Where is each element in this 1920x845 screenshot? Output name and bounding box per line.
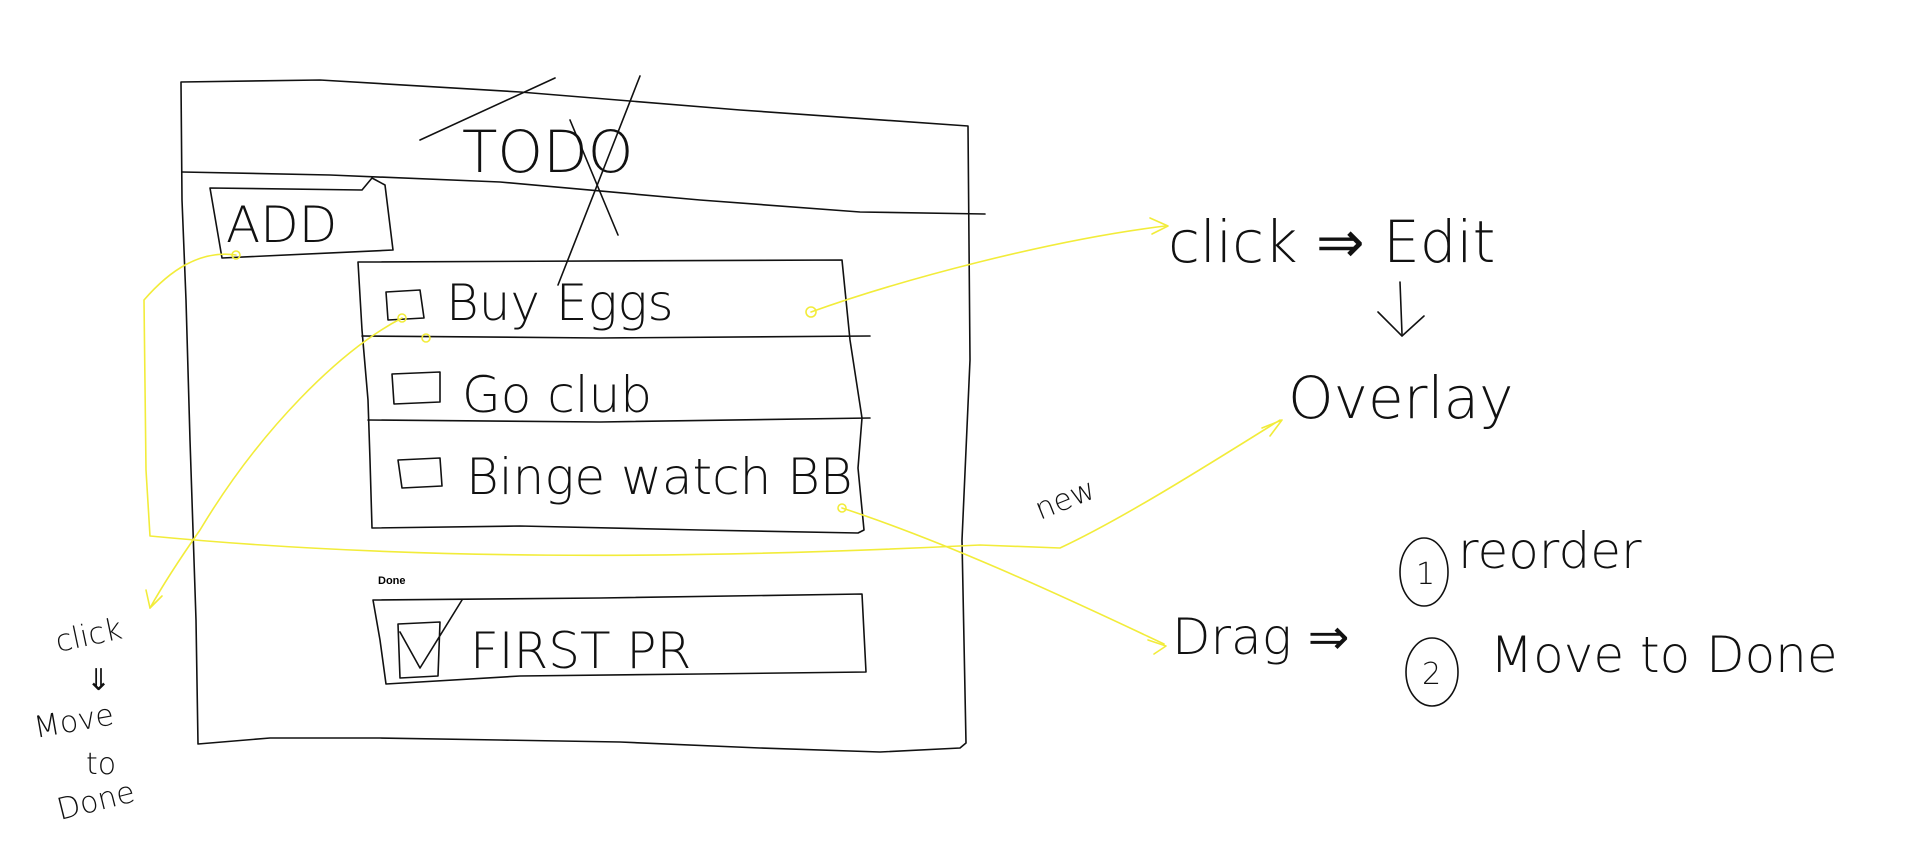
checkbox[interactable] [397, 457, 443, 489]
checkbox-click-line: to [86, 747, 116, 782]
checkbox-click-line: Done [53, 775, 138, 828]
list-item-label: Go club [462, 366, 652, 424]
number-badge [1399, 537, 1449, 607]
new-label: new [1030, 472, 1101, 528]
add-button[interactable]: ADD [209, 177, 394, 259]
checkbox[interactable] [391, 371, 441, 405]
annotation-drag: Drag ⇒ 1 reorder 2 Move to Done [1172, 522, 1838, 707]
connector-item-to-drag [837, 503, 1167, 655]
checkbox-click-line: ⇓ [86, 663, 111, 698]
app-title: TODO [419, 75, 641, 286]
checkbox-click-line: click [52, 612, 125, 660]
add-button-label: ADD [226, 196, 337, 254]
drag-text: Drag ⇒ [1172, 608, 1350, 666]
annotation-checkbox-click: click ⇓ Move to Done [31, 612, 138, 828]
annotation-overlay: Overlay [1288, 364, 1514, 432]
reorder-text: reorder [1458, 522, 1642, 580]
move-to-done-text: Move to Done [1490, 626, 1838, 684]
checkbox-checked[interactable] [397, 599, 463, 679]
list-item-label: Binge watch BB [466, 448, 853, 506]
app-title-text: TODO [462, 118, 633, 186]
list-item-label: FIRST PR [470, 622, 691, 680]
connector-checkbox-to-done [145, 313, 431, 609]
list-item[interactable]: Binge watch BB [397, 448, 853, 506]
click-edit-text: click ⇒ Edit [1168, 208, 1495, 276]
done-list: FIRST PR [372, 593, 867, 685]
todo-list: Buy Eggs Go club Binge watch BB [357, 259, 871, 534]
checkbox[interactable] [385, 289, 425, 321]
number-badge [1405, 637, 1459, 707]
list-item[interactable]: FIRST PR [397, 599, 691, 680]
done-section-label: Done [378, 575, 406, 587]
reorder-number: 1 [1416, 557, 1435, 592]
down-arrow [1377, 281, 1425, 337]
list-item[interactable]: Go club [391, 366, 652, 424]
overlay-text: Overlay [1288, 364, 1514, 432]
move-number: 2 [1422, 657, 1441, 692]
connector-add-to-overlay: new [143, 250, 1283, 557]
list-item[interactable]: Buy Eggs [385, 274, 674, 332]
list-item-label: Buy Eggs [446, 274, 674, 332]
annotation-edit: click ⇒ Edit [1168, 208, 1495, 276]
checkbox-click-line: Move [31, 697, 116, 745]
connector-item-to-edit [805, 217, 1169, 318]
